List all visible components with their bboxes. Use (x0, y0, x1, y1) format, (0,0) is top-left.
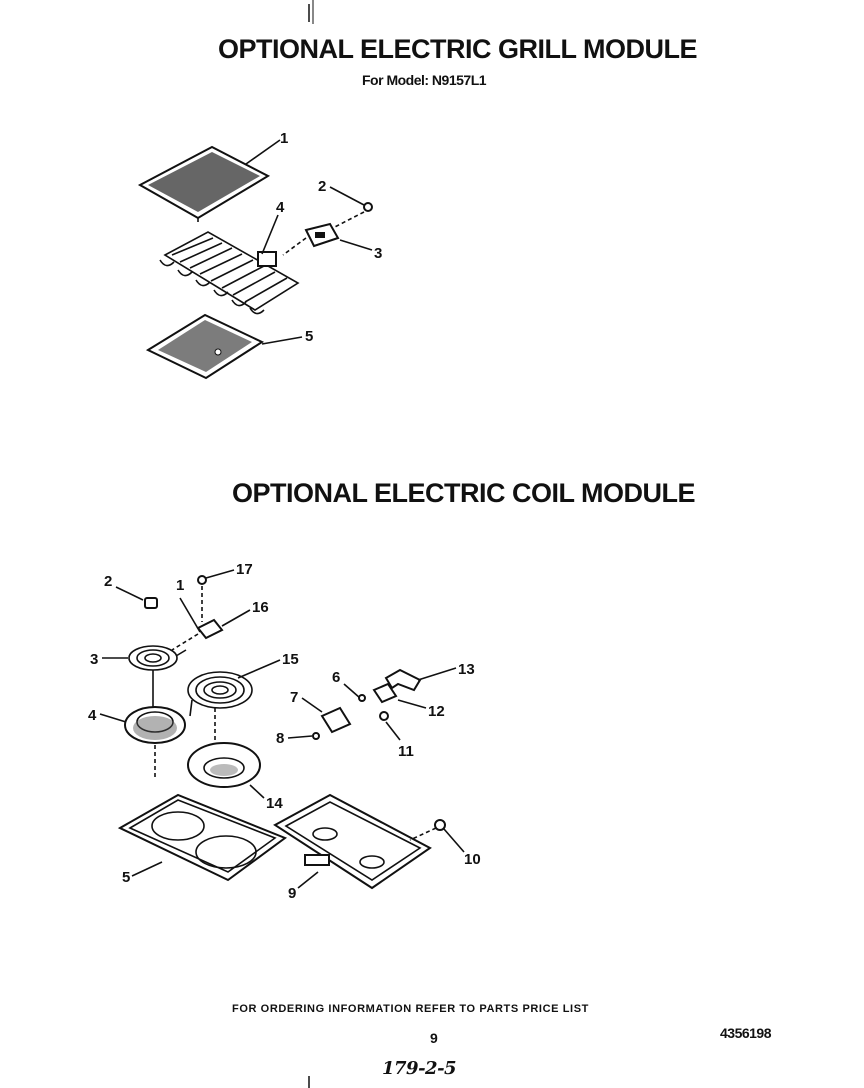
callout-5: 5 (305, 328, 313, 345)
callout-1: 1 (280, 130, 288, 147)
callout-2: 2 (104, 573, 112, 590)
leader-line (179, 597, 201, 633)
handwritten-note: 179-2-5 (382, 1058, 457, 1079)
burner-box (273, 793, 432, 890)
grill-grate (137, 145, 271, 222)
leader-line (287, 735, 313, 739)
small-coil-element (128, 645, 187, 671)
leader-line (417, 667, 457, 681)
drip-pan (145, 313, 265, 380)
leader-line (237, 659, 281, 679)
coil-module-title: OPTIONAL ELECTRIC COIL MODULE (232, 478, 696, 508)
model-line: For Model: N9157L1 (362, 72, 487, 88)
heating-element (159, 231, 300, 315)
leader-line (297, 871, 319, 889)
callout-15: 15 (282, 651, 299, 668)
grill-module-title: OPTIONAL ELECTRIC GRILL MODULE (218, 34, 698, 64)
callout-1: 1 (176, 577, 184, 594)
callout-5: 5 (122, 869, 130, 886)
callout-9: 9 (288, 885, 296, 902)
callout-14: 14 (266, 795, 283, 812)
callout-8: 8 (276, 730, 284, 747)
large-drip-bowl (187, 742, 261, 788)
leader-line (99, 713, 127, 723)
leader-line (221, 609, 251, 627)
leader-line (245, 139, 281, 165)
mounting-bracket (384, 668, 422, 692)
leader-line (329, 186, 365, 206)
bracket (372, 682, 398, 704)
leader-line (205, 569, 235, 579)
terminal-block (304, 222, 340, 248)
callout-2: 2 (318, 178, 326, 195)
small-drip-bowl (124, 706, 186, 744)
leader-line (115, 586, 144, 601)
leader-line (385, 721, 401, 741)
dashed-guide (409, 827, 437, 841)
leader-line (261, 336, 303, 345)
page-number: 9 (430, 1030, 438, 1046)
clip (358, 694, 366, 702)
leader-line (397, 699, 427, 709)
callout-3: 3 (374, 245, 382, 262)
leader-line (301, 697, 323, 713)
callout-10: 10 (464, 851, 481, 868)
callout-3: 3 (90, 651, 98, 668)
dashed-guide (282, 237, 307, 256)
callout-6: 6 (332, 669, 340, 686)
ordering-note: FOR ORDERING INFORMATION REFER TO PARTS … (232, 1003, 589, 1015)
leader-line (131, 861, 163, 877)
leader-line (343, 683, 361, 699)
screw (434, 819, 446, 831)
leader-line (261, 214, 279, 255)
leader-line (339, 239, 373, 251)
callout-17: 17 (236, 561, 253, 578)
screw (197, 575, 207, 585)
screw (363, 202, 373, 212)
callout-16: 16 (252, 599, 269, 616)
callout-12: 12 (428, 703, 445, 720)
callout-7: 7 (290, 689, 298, 706)
terminal-block (320, 706, 352, 734)
callout-4: 4 (88, 707, 97, 724)
document-number: 4356198 (720, 1025, 772, 1041)
cooktop-plate (117, 793, 288, 882)
screw (379, 711, 389, 721)
large-coil-element (187, 671, 253, 717)
callout-11: 11 (398, 743, 414, 760)
callout-13: 13 (458, 661, 475, 678)
leader-line (249, 784, 265, 799)
receptacle-cap (144, 597, 158, 609)
callout-4: 4 (276, 199, 285, 216)
receptacle (196, 618, 224, 640)
dashed-guide (171, 633, 199, 651)
leader-line (443, 828, 465, 853)
screw (312, 732, 320, 740)
